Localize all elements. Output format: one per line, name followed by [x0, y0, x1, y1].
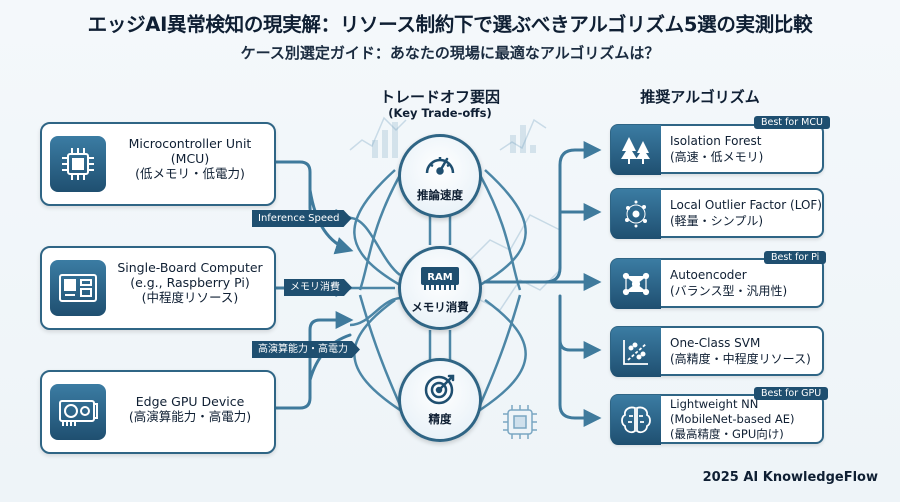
credit-text: 2025 AI KnowledgeFlow [702, 470, 878, 485]
tradeoffs-header: トレードオフ要因 [379, 88, 500, 106]
device-name: Single-Board Computer [117, 260, 263, 275]
device-card-mcu: Microcontroller Unit (MCU) (低メモリ・低電力) [40, 122, 276, 206]
recommended-header: 推奨アルゴリズム [640, 88, 760, 106]
algorithm-name: Autoencoder [670, 268, 747, 282]
factor-memory: RAM メモリ消費 [398, 246, 482, 330]
factor-inference-speed: 推論速度 [398, 134, 482, 218]
tradeoffs-header-en: (Key Trade-offs) [388, 106, 492, 120]
page-subtitle: ケース別選定ガイド：あなたの現場に最適なアルゴリズムは？ [240, 44, 660, 62]
gpu-card-icon [50, 384, 106, 440]
page-title: エッジAI異常検知の現実解：リソース制約下で選ぶべきアルゴリズム5選の実測比較 [87, 13, 813, 36]
algorithm-desc: (バランス型・汎用性) [670, 284, 788, 298]
algorithm-card-isolation-forest: Isolation Forest (高速・低メモリ) [610, 124, 824, 175]
factor-label: 精度 [428, 412, 452, 426]
algorithm-name: Local Outlier Factor (LOF) [670, 198, 822, 212]
algorithm-name: Isolation Forest [670, 134, 762, 148]
scatter-dots-icon [611, 189, 661, 239]
ram-icon: RAM [419, 263, 461, 297]
device-spec: (高演算能力・高電力) [128, 409, 252, 424]
device-name: Edge GPU Device [135, 394, 245, 409]
badge-best-for-pi: Best for Pi [764, 251, 827, 264]
device-spec: (低メモリ・低電力) [135, 166, 245, 181]
brain-icon [611, 395, 661, 445]
algorithm-card-lightweight-nn: Lightweight NN (MobileNet-based AE) (最高精… [610, 394, 824, 445]
board-icon [50, 260, 106, 316]
device-example: (e.g., Raspberry Pi) [130, 275, 250, 290]
device-abbr: (MCU) [170, 151, 210, 166]
algorithm-card-autoencoder: Autoencoder (バランス型・汎用性) [610, 258, 824, 309]
algorithm-desc-2: (最高精度・GPU向け) [670, 427, 784, 441]
tag-inference-speed: Inference Speed [252, 210, 352, 227]
badge-best-for-gpu: Best for GPU [754, 387, 829, 400]
algorithm-desc: (高精度・中程度リソース) [670, 352, 811, 366]
device-spec: (中程度リソース) [141, 290, 239, 305]
algorithm-name: Lightweight NN [670, 397, 759, 411]
tag-memory: メモリ消費 [284, 279, 352, 296]
algorithm-name: One-Class SVM [670, 336, 761, 350]
svm-plot-icon [611, 327, 661, 377]
chip-icon [50, 136, 106, 192]
device-card-gpu: Edge GPU Device (高演算能力・高電力) [40, 370, 276, 454]
algorithm-card-one-class-svm: One-Class SVM (高精度・中程度リソース) [610, 326, 824, 377]
network-icon [611, 259, 661, 309]
algorithm-card-lof: Local Outlier Factor (LOF) (軽量・シンプル) [610, 188, 824, 239]
tag-compute: 高演算能力・高電力 [252, 341, 360, 358]
ram-icon-text: RAM [427, 272, 452, 283]
factor-accuracy: 精度 [398, 358, 482, 442]
device-card-sbc: Single-Board Computer (e.g., Raspberry P… [40, 246, 276, 330]
factor-label: メモリ消費 [411, 300, 469, 314]
trees-icon [611, 125, 661, 175]
factor-label: 推論速度 [417, 188, 463, 202]
target-icon [422, 371, 458, 411]
algorithm-desc: (高速・低メモリ) [670, 150, 764, 164]
algorithm-desc: (MobileNet-based AE) [670, 412, 795, 426]
badge-best-for-mcu: Best for MCU [754, 116, 830, 129]
algorithm-desc: (軽量・シンプル) [670, 214, 764, 228]
speedometer-icon [422, 147, 458, 187]
device-name: Microcontroller Unit [128, 136, 252, 151]
